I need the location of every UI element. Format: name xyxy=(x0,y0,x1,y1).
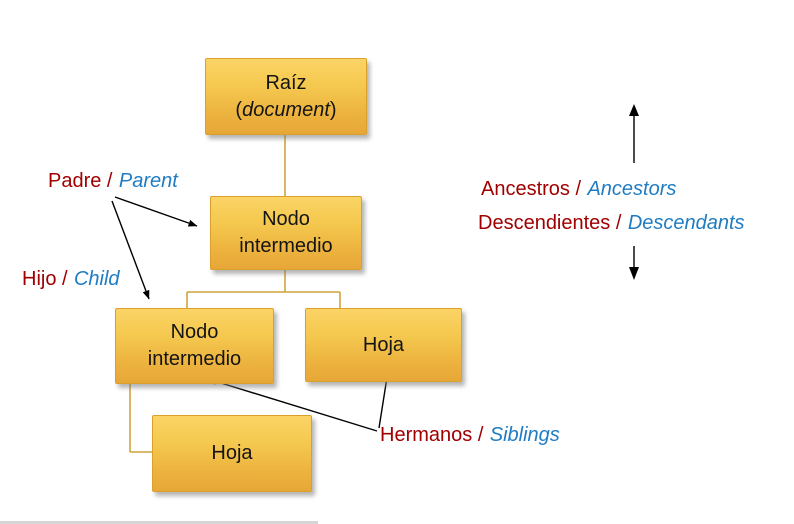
label-siblings: Hermanos /Siblings xyxy=(380,423,560,447)
node-intermediate-left-label: Nodo intermedio xyxy=(147,321,242,370)
label-descendants-en: Descendants xyxy=(627,212,745,234)
paren-close: ) xyxy=(329,98,337,121)
label-ancestors-en: Ancestors xyxy=(587,178,677,200)
node-raiz-title: Raíz xyxy=(265,71,307,94)
label-descendants: Descendientes /Descendants xyxy=(478,211,745,235)
label-descendants-es: Descendientes / xyxy=(478,212,622,234)
label-child-en: Child xyxy=(73,268,120,290)
node-raiz: Raíz (document) xyxy=(205,58,367,135)
node-leaf-right: Hoja xyxy=(305,308,462,382)
paren-open: ( xyxy=(235,98,243,121)
label-siblings-en: Siblings xyxy=(489,424,560,446)
label-child-es: Hijo / xyxy=(22,268,68,290)
node-leaf-right-label: Hoja xyxy=(362,333,405,356)
node-intermediate-top: Nodo intermedio xyxy=(210,196,362,270)
label-child: Hijo /Child xyxy=(22,267,120,291)
label-ancestors-es: Ancestros / xyxy=(481,178,582,200)
node-leaf-bottom-label: Hoja xyxy=(211,442,253,464)
node-raiz-subtitle: (document) xyxy=(235,97,336,124)
label-parent-en: Parent xyxy=(118,170,178,192)
node-intermediate-left: Nodo intermedio xyxy=(115,308,274,384)
label-parent-es: Padre / xyxy=(48,170,113,192)
label-parent: Padre /Parent xyxy=(48,169,178,193)
cropped-shape-edge xyxy=(0,521,318,524)
node-intermediate-top-label: Nodo intermedio xyxy=(239,208,333,257)
node-raiz-subtitle-word: document xyxy=(242,98,330,121)
arrow-parent-to-intermediate-icon xyxy=(114,196,198,227)
label-siblings-es: Hermanos / xyxy=(380,424,484,446)
node-leaf-bottom: Hoja xyxy=(152,415,312,492)
label-ancestors: Ancestros /Ancestors xyxy=(481,177,676,201)
